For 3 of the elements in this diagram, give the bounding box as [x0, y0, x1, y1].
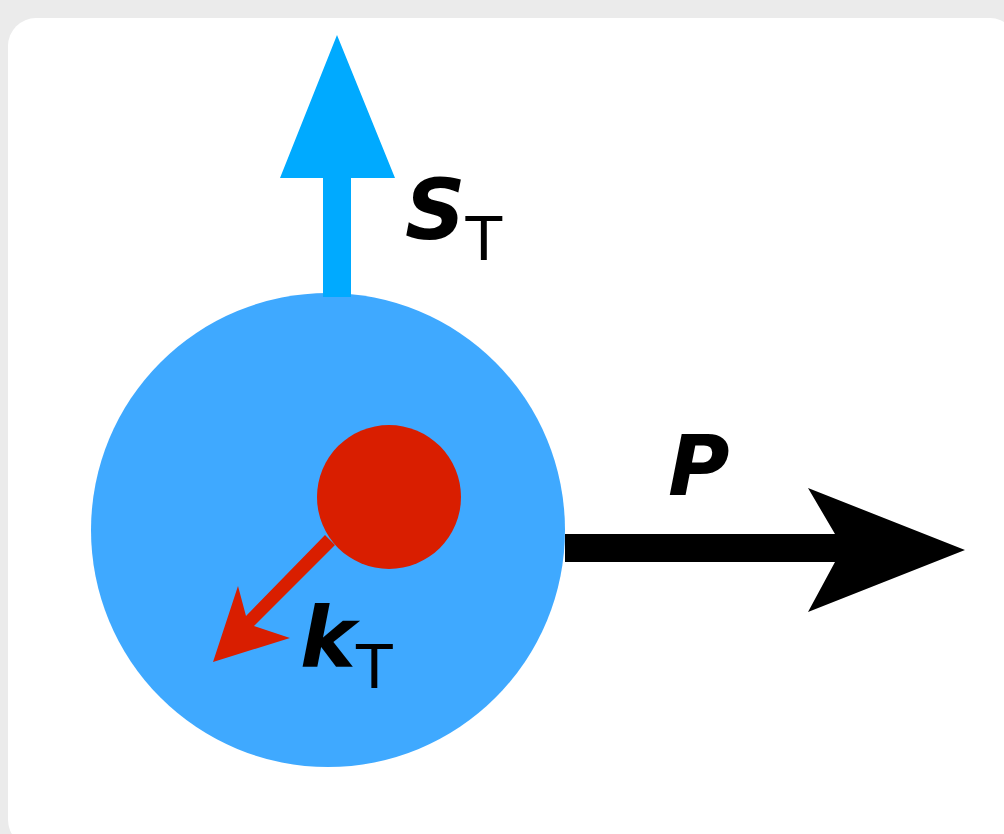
transverse-momentum-label: k$_{T}$: [300, 596, 393, 697]
spin-label: S$_{T}$: [405, 168, 503, 269]
momentum-label: P: [668, 424, 730, 508]
